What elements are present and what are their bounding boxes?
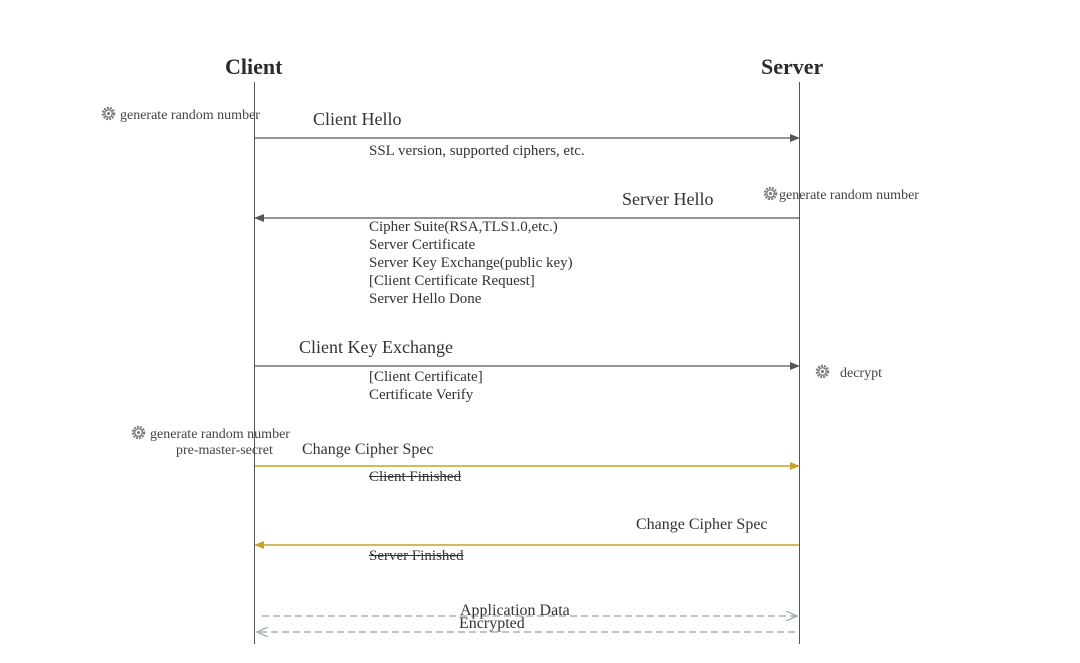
client-actor-label: Client (225, 54, 283, 79)
client-finished-label: Client Finished (369, 469, 462, 485)
pre-master-secret-note: pre-master-secret (176, 443, 273, 458)
server-hello-label: Server Hello (622, 189, 714, 209)
server-decrypt-note: decrypt (815, 364, 882, 382)
client-key-exchange-details: [Client Certificate] Certificate Verify (369, 369, 483, 403)
app-data-label: Application Data (460, 602, 570, 619)
server-finished-label: Server Finished (369, 548, 464, 564)
client-hello-label: Client Hello (313, 109, 402, 129)
server-actor-label: Server (761, 54, 824, 79)
client-ccs-label: Change Cipher Spec (302, 441, 434, 458)
client-lifeline (254, 82, 255, 644)
client-hello-details: SSL version, supported ciphers, etc. (369, 143, 585, 159)
gear-icon (131, 425, 146, 440)
server-random-note: generate random number (763, 186, 919, 204)
client-random-note-2: generate random number (131, 425, 290, 443)
client-random-note: generate random number (101, 106, 260, 124)
gear-icon (101, 106, 116, 121)
gear-icon (763, 186, 778, 201)
server-ccs-label: Change Cipher Spec (636, 516, 768, 533)
client-key-exchange-label: Client Key Exchange (299, 337, 453, 357)
gear-icon (815, 364, 830, 379)
app-data-encrypted-label: Encrypted (459, 615, 525, 632)
server-hello-details: Cipher Suite(RSA,TLS1.0,etc.) Server Cer… (369, 219, 573, 307)
